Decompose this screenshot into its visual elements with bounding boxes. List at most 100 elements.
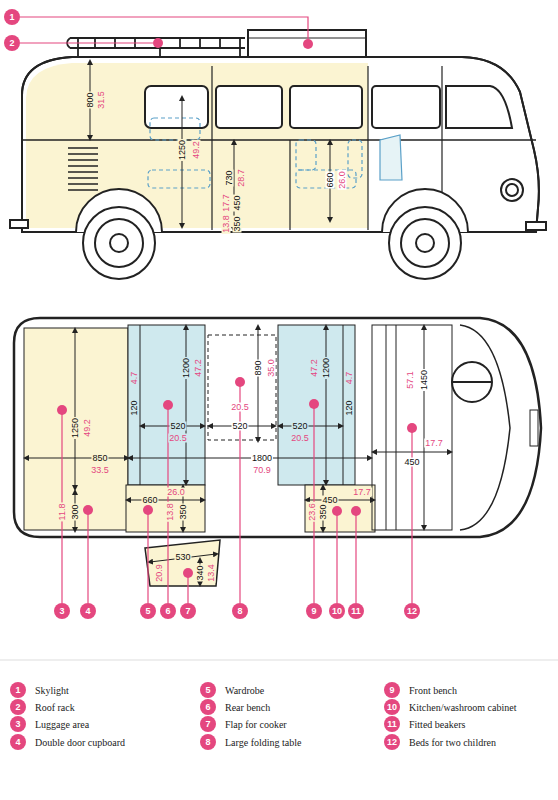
callout-number: 9 xyxy=(306,603,322,619)
callout-circle: 7 xyxy=(180,603,196,619)
dimension-label: 57.1 xyxy=(406,370,415,390)
callout-dots xyxy=(57,38,417,578)
legend-item: 1 Skylight xyxy=(10,682,69,698)
dimension-label: 49.2 xyxy=(192,140,201,160)
dimension-label: 1250 xyxy=(178,139,187,161)
callout-circle: 2 xyxy=(4,35,20,51)
legend-item: 3 Luggage area xyxy=(10,716,89,732)
dimension-label: 17.7 xyxy=(222,193,231,213)
dimension-label: 13.8 xyxy=(222,214,231,234)
dimension-label: 1450 xyxy=(420,369,429,391)
dimension-label: 1250 xyxy=(71,417,80,439)
dimension-label: 730 xyxy=(225,169,234,186)
dimension-label: 890 xyxy=(254,359,263,376)
dimension-label: 450 xyxy=(233,194,242,211)
dimension-label: 800 xyxy=(86,91,95,108)
legend-text: Beds for two children xyxy=(409,737,496,748)
callout-circle: 3 xyxy=(10,716,26,732)
dimension-label: 120 xyxy=(345,399,354,416)
dimension-label: 4.7 xyxy=(130,371,139,386)
legend-item: 4Double door cupboard xyxy=(10,734,125,750)
dimension-label: 70.9 xyxy=(252,466,272,475)
dimension-label: 20.5 xyxy=(290,434,310,443)
callout-circle: 4 xyxy=(80,603,96,619)
callout-circle: 1 xyxy=(4,9,20,25)
callout-number: 7 xyxy=(180,603,196,619)
dimension-label: 17.7 xyxy=(424,439,444,448)
callout-number: 10 xyxy=(329,603,345,619)
dimension-label: 20.9 xyxy=(155,563,164,583)
callout-circle: 1 xyxy=(10,682,26,698)
callout-number: 3 xyxy=(54,603,70,619)
legend-text: Large folding table xyxy=(225,737,301,748)
callout-circle: 12 xyxy=(404,603,420,619)
dimension-label: 340 xyxy=(196,564,205,581)
dimension-label: 13.4 xyxy=(207,563,216,583)
dimension-label: 49.2 xyxy=(83,418,92,438)
dimension-label: 47.2 xyxy=(194,358,203,378)
legend-item: 10 Kitchen/washroom cabinet xyxy=(384,699,516,715)
legend-item: 11 Fitted beakers xyxy=(384,716,465,732)
legend-text: Fitted beakers xyxy=(409,719,465,730)
dimension-label: 530 xyxy=(174,553,191,562)
callout-number: 4 xyxy=(80,603,96,619)
leader-lines xyxy=(20,17,412,603)
callout-circle: 6 xyxy=(200,699,216,715)
callout-circle: 5 xyxy=(140,603,156,619)
callout-circle: 8 xyxy=(232,603,248,619)
legend-text: Skylight xyxy=(35,685,69,696)
dimension-label: 26.0 xyxy=(166,488,186,497)
legend-text: Flap for cooker xyxy=(225,719,287,730)
plan-dimension-lines xyxy=(26,327,450,584)
callout-circle: 3 xyxy=(54,603,70,619)
dimension-label: 28.7 xyxy=(237,168,246,188)
dimension-label: 20.5 xyxy=(230,403,250,412)
dimension-label: 20.5 xyxy=(168,434,188,443)
callout-number: 8 xyxy=(232,603,248,619)
dimension-label: 1800 xyxy=(251,454,273,463)
callout-circle: 12 xyxy=(384,734,400,750)
legend-item: 12 Beds for two children xyxy=(384,734,496,750)
callout-circle: 10 xyxy=(384,699,400,715)
dimension-label: 350 xyxy=(319,503,328,520)
callout-circle: 11 xyxy=(384,716,400,732)
dimension-label: 17.7 xyxy=(352,488,372,497)
dimension-label: 660 xyxy=(141,496,158,505)
callout-circle: 2 xyxy=(10,699,26,715)
callout-circle: 8 xyxy=(200,734,216,750)
callout-circle: 9 xyxy=(384,682,400,698)
dimension-label: 850 xyxy=(91,454,108,463)
callout-circle: 9 xyxy=(306,603,322,619)
dimension-label: 350 xyxy=(179,503,188,520)
callout-number: 12 xyxy=(404,603,420,619)
callout-circle: 6 xyxy=(160,603,176,619)
dimension-lines xyxy=(90,62,330,230)
legend-item: 2Roof rack xyxy=(10,699,75,715)
legend-text: Front bench xyxy=(409,685,457,696)
callout-number: 5 xyxy=(140,603,156,619)
callout-number: 1 xyxy=(4,9,20,25)
legend-item: 8 Large folding table xyxy=(200,734,301,750)
dimension-label: 26.0 xyxy=(338,170,347,190)
callout-circle: 11 xyxy=(348,603,364,619)
dimension-label: 450 xyxy=(403,458,420,467)
legend-item: 7 Flap for cooker xyxy=(200,716,287,732)
callout-circle: 5 xyxy=(200,682,216,698)
legend-text: Luggage area xyxy=(35,719,89,730)
dimension-label: 520 xyxy=(169,422,186,431)
legend-text: Wardrobe xyxy=(225,685,264,696)
dimension-label: 520 xyxy=(291,422,308,431)
legend-item: 5 Wardrobe xyxy=(200,682,264,698)
dimension-label: 23.6 xyxy=(308,502,317,522)
dimension-label: 520 xyxy=(231,422,248,431)
callout-number: 6 xyxy=(160,603,176,619)
dimension-label: 35.0 xyxy=(267,358,276,378)
legend-text: Kitchen/washroom cabinet xyxy=(409,702,516,713)
dimension-label: 660 xyxy=(326,171,335,188)
callout-circle: 4 xyxy=(10,734,26,750)
dimension-label: 33.5 xyxy=(90,466,110,475)
dimension-label: 350 xyxy=(233,215,242,232)
legend-text: Rear bench xyxy=(225,702,270,713)
callout-circle: 7 xyxy=(200,716,216,732)
